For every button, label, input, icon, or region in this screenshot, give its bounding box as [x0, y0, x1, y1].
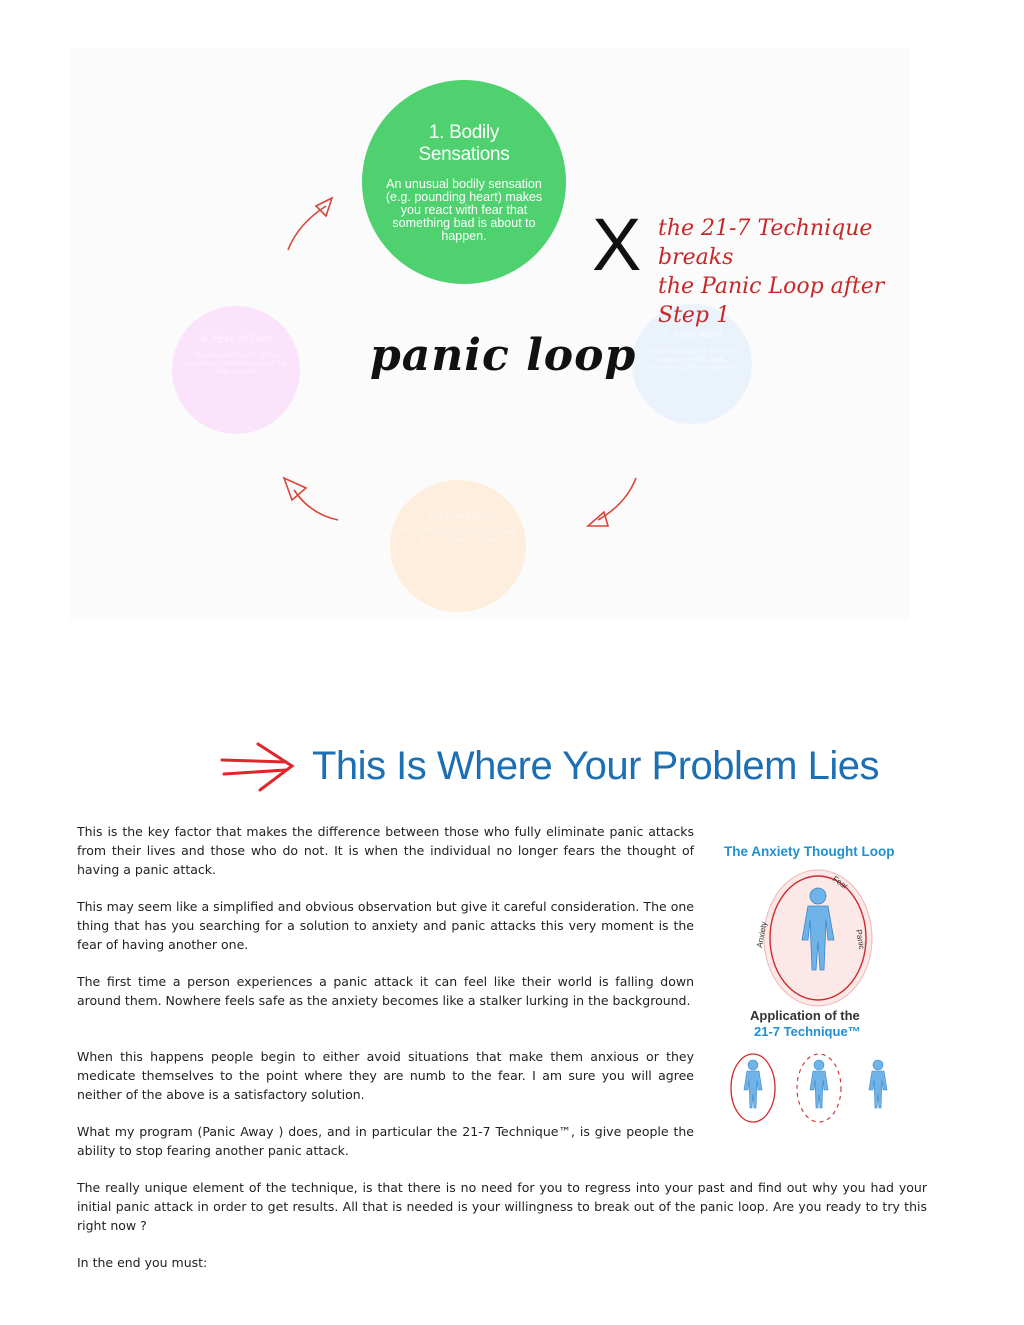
anxiety-loop-illustration: Fear Panic Anxiety — [730, 869, 888, 1123]
arrow-step2-to-step3 — [597, 477, 637, 521]
small-loop-2 — [796, 1053, 842, 1123]
step3-circle: 3. Escalation The bodily sensations inte… — [390, 480, 526, 612]
step3-text: The bodily sensations intensify and the … — [400, 527, 516, 543]
paragraph-1: This is the key factor that makes the di… — [77, 824, 694, 877]
small-figure-2-icon — [809, 1059, 829, 1109]
panic-loop-label: panic loop — [370, 330, 637, 381]
step2-title: 2. Fear Alert — [661, 330, 723, 341]
arrowhead-step3-to-step4 — [282, 476, 308, 502]
break-note-line2: the Panic Loop after Step 1 — [658, 274, 885, 328]
side-figure-subtitle-1: Application of the — [750, 1008, 860, 1023]
loop-ring — [769, 875, 867, 1001]
panic-loop-figure: 1. Bodily Sensations An unusual bodily s… — [70, 48, 910, 620]
paragraph-3: The first time a person experiences a pa… — [77, 974, 694, 1008]
step1-text: An unusual bodily sensation (e.g. poundi… — [385, 177, 543, 243]
human-figure-icon — [801, 887, 835, 971]
step4-circle: 4. Fear of Fear You become fearful of th… — [172, 306, 300, 434]
step2-text: Your fear triggers a stress response in … — [650, 347, 734, 371]
paragraph-7: In the end you must: — [77, 1255, 208, 1270]
paragraph-2: This may seem like a simplified and obvi… — [77, 899, 694, 952]
side-figure-subtitle-2: 21-7 Technique™ — [754, 1024, 861, 1039]
side-figure-title: The Anxiety Thought Loop — [724, 844, 895, 859]
paragraph-5: What my program (Panic Away ) does, and … — [77, 1124, 694, 1158]
paragraph-4: When this happens people begin to either… — [77, 1049, 694, 1102]
panic-label: Panic — [854, 929, 866, 950]
arrow-step4-to-step1 — [287, 205, 327, 251]
step3-title: 3. Escalation — [426, 510, 490, 521]
right-double-arrow-icon — [220, 742, 295, 792]
heading-text: This Is Where Your Problem Lies — [312, 744, 879, 788]
break-x-mark: X — [592, 203, 642, 286]
arrowhead-step4-to-step1 — [314, 196, 334, 218]
small-figure-1-icon — [743, 1059, 763, 1109]
step1-circle: 1. Bodily Sensations An unusual bodily s… — [362, 80, 566, 284]
step2-circle: 2. Fear Alert Your fear triggers a stres… — [632, 304, 752, 424]
step4-title: 4. Fear of Fear — [200, 334, 272, 345]
section-heading: This Is Where Your Problem Lies — [220, 736, 879, 806]
arrowhead-step2-to-step3 — [585, 510, 610, 527]
anxiety-label: Anxiety — [755, 921, 768, 948]
technique-break-note: the 21-7 Technique breaks the Panic Loop… — [658, 214, 910, 330]
step4-text: You become fearful of the sensations the… — [185, 351, 287, 375]
break-note-line1: the 21-7 Technique breaks — [658, 216, 873, 270]
loop-arrows — [282, 196, 637, 527]
small-figure-3-icon — [868, 1059, 888, 1109]
anxiety-thought-loop-figure: The Anxiety Thought Loop Fear Panic Anxi… — [716, 838, 916, 1138]
step1-title: 1. Bodily Sensations — [418, 122, 510, 165]
small-loop-1 — [730, 1053, 776, 1123]
paragraph-6: The really unique element of the techniq… — [77, 1180, 927, 1233]
arrow-step3-to-step4 — [293, 489, 339, 521]
